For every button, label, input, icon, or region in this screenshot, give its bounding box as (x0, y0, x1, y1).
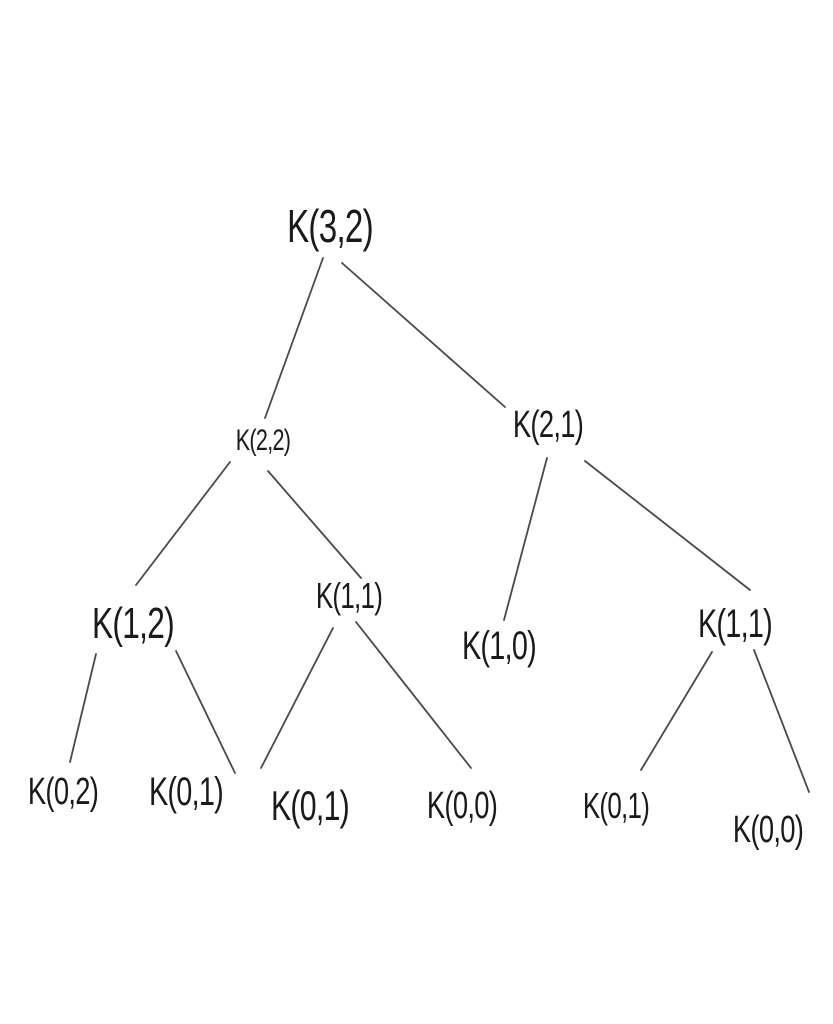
tree-node-leaf: K(1,0) (461, 624, 537, 668)
tree-edge (640, 651, 713, 771)
tree-edge (260, 627, 334, 769)
tree-node-leaf: K(0,2) (27, 771, 99, 813)
tree-node-root: K(3,2) (287, 200, 374, 252)
tree-node-leaf: K(0,1) (582, 785, 650, 826)
tree-edge (264, 257, 324, 419)
tree-edge (341, 262, 506, 408)
tree-node-leaf: K(0,1) (270, 782, 350, 829)
tree-edge (355, 621, 472, 769)
tree-edge (753, 649, 810, 793)
tree-edge (584, 460, 751, 591)
tree-edge (135, 461, 231, 586)
tree-edge (267, 470, 362, 579)
tree-edge (503, 457, 548, 621)
tree-edge (69, 653, 97, 763)
tree-node: K(2,2) (235, 424, 291, 457)
tree-node-leaf: K(0,1) (148, 770, 224, 814)
tree-node-leaf: K(0,0) (732, 809, 804, 851)
tree-edge (175, 650, 236, 774)
tree-node: K(1,1) (315, 575, 383, 616)
tree-node: K(2,1) (512, 404, 584, 446)
tree-node: K(1,1) (697, 602, 773, 646)
tree-node-leaf: K(0,0) (426, 785, 498, 827)
tree-node: K(1,2) (92, 599, 175, 648)
